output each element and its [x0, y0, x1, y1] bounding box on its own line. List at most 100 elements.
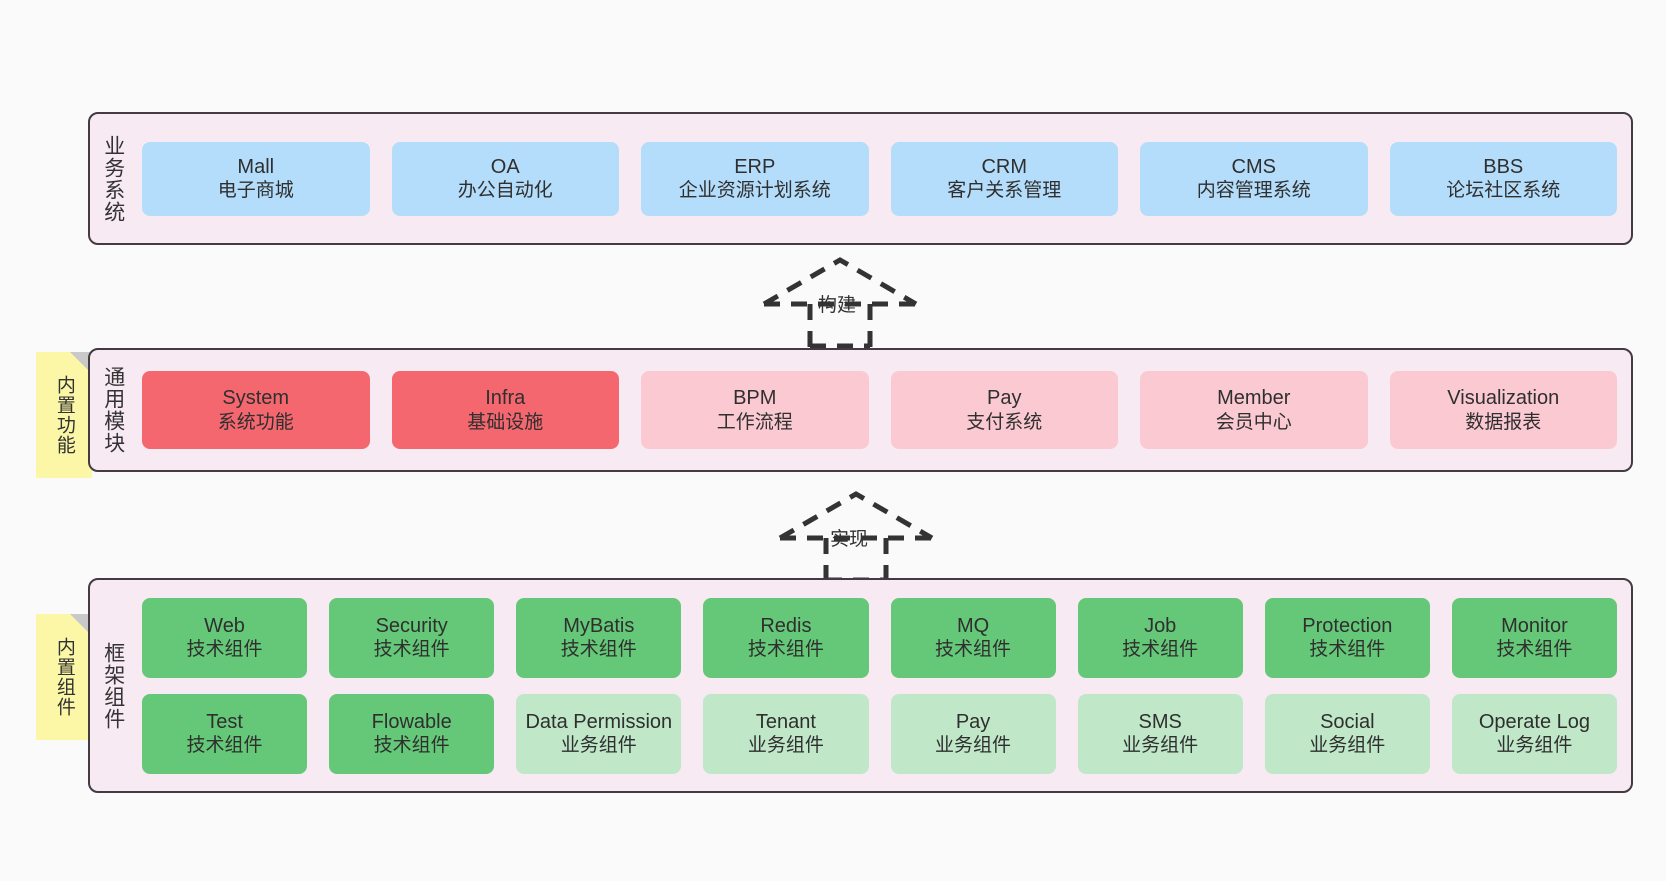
- card-monitor[interactable]: Monitor 技术组件: [1451, 597, 1617, 678]
- card-mall[interactable]: Mall 电子商城: [142, 141, 370, 216]
- card-mq[interactable]: MQ 技术组件: [890, 597, 1056, 678]
- card-title: Redis: [760, 614, 812, 637]
- card-subtitle: 办公自动化: [457, 180, 553, 202]
- card-title: Flowable: [371, 710, 452, 733]
- layer-framework-components: 框架组件 Web 技术组件 Security 技术组件 MyBatis 技术组件…: [88, 578, 1633, 793]
- arrow-realize: 实现: [768, 486, 948, 583]
- card-subtitle: 业务组件: [935, 735, 1012, 757]
- card-row: System 系统功能 Infra 基础设施 BPM 工作流程 Pay 支付系统…: [142, 371, 1617, 449]
- note-builtin-feature: 内置功能: [36, 352, 92, 478]
- card-pay-module[interactable]: Pay 支付系统: [890, 371, 1118, 449]
- card-system[interactable]: System 系统功能: [142, 371, 370, 449]
- layer-body-common-modules: System 系统功能 Infra 基础设施 BPM 工作流程 Pay 支付系统…: [136, 350, 1631, 470]
- card-security[interactable]: Security 技术组件: [329, 597, 495, 678]
- card-pay-component[interactable]: Pay 业务组件: [890, 693, 1056, 774]
- card-test[interactable]: Test 技术组件: [142, 693, 308, 774]
- card-erp[interactable]: ERP 企业资源计划系统: [641, 141, 869, 216]
- card-subtitle: 数据报表: [1465, 411, 1542, 433]
- card-subtitle: 技术组件: [373, 735, 450, 757]
- note-text: 内置组件: [53, 637, 75, 717]
- card-row: Test 技术组件 Flowable 技术组件 Data Permission …: [142, 693, 1617, 774]
- card-title: MyBatis: [563, 614, 635, 637]
- card-title: BBS: [1483, 155, 1524, 178]
- card-title: Test: [206, 710, 243, 733]
- card-title: System: [222, 387, 290, 410]
- note-builtin-component: 内置组件: [36, 614, 92, 740]
- card-mybatis[interactable]: MyBatis 技术组件: [516, 597, 682, 678]
- card-social[interactable]: Social 业务组件: [1264, 693, 1430, 774]
- card-title: Data Permission: [525, 710, 673, 733]
- card-job[interactable]: Job 技术组件: [1077, 597, 1243, 678]
- card-title: CMS: [1231, 155, 1276, 178]
- layer-common-modules: 通用模块 System 系统功能 Infra 基础设施 BPM 工作流程 Pay…: [88, 348, 1633, 472]
- card-subtitle: 业务组件: [1309, 735, 1386, 757]
- card-row: Mall 电子商城 OA 办公自动化 ERP 企业资源计划系统 CRM 客户关系…: [142, 141, 1617, 216]
- card-crm[interactable]: CRM 客户关系管理: [890, 141, 1118, 216]
- card-subtitle: 会员中心: [1215, 411, 1292, 433]
- card-subtitle: 工作流程: [716, 411, 793, 433]
- card-protection[interactable]: Protection 技术组件: [1264, 597, 1430, 678]
- card-title: Security: [375, 614, 448, 637]
- note-text: 内置功能: [53, 375, 75, 455]
- card-title: Visualization: [1447, 387, 1560, 410]
- card-title: MQ: [956, 614, 990, 637]
- card-bpm[interactable]: BPM 工作流程: [641, 371, 869, 449]
- generalization-arrow-icon: [762, 257, 918, 349]
- layer-body-business-system: Mall 电子商城 OA 办公自动化 ERP 企业资源计划系统 CRM 客户关系…: [136, 114, 1631, 243]
- card-title: Monitor: [1501, 614, 1568, 637]
- card-title: Infra: [485, 387, 526, 410]
- card-subtitle: 业务组件: [747, 735, 824, 757]
- card-title: Social: [1320, 710, 1375, 733]
- card-title: SMS: [1138, 710, 1182, 733]
- card-oa[interactable]: OA 办公自动化: [391, 141, 619, 216]
- card-operate-log[interactable]: Operate Log 业务组件: [1451, 693, 1617, 774]
- card-subtitle: 技术组件: [1122, 639, 1199, 661]
- card-subtitle: 技术组件: [747, 639, 824, 661]
- card-sms[interactable]: SMS 业务组件: [1077, 693, 1243, 774]
- card-web[interactable]: Web 技术组件: [142, 597, 308, 678]
- card-data-permission[interactable]: Data Permission 业务组件: [516, 693, 682, 774]
- card-title: ERP: [734, 155, 776, 178]
- card-subtitle: 系统功能: [217, 411, 294, 433]
- card-subtitle: 电子商城: [217, 180, 294, 202]
- card-flowable[interactable]: Flowable 技术组件: [329, 693, 495, 774]
- card-subtitle: 基础设施: [467, 411, 544, 433]
- card-subtitle: 内容管理系统: [1196, 180, 1311, 202]
- layer-title-business-system: 业务系统: [101, 134, 125, 223]
- card-row: Web 技术组件 Security 技术组件 MyBatis 技术组件 Redi…: [142, 597, 1617, 678]
- card-title: Mall: [237, 155, 275, 178]
- arrow-label-build: 构建: [818, 295, 857, 316]
- card-title: Member: [1217, 387, 1291, 410]
- card-title: Job: [1144, 614, 1177, 637]
- layer-title-framework-components: 框架组件: [101, 641, 125, 730]
- card-subtitle: 技术组件: [186, 639, 263, 661]
- card-subtitle: 业务组件: [1496, 735, 1573, 757]
- card-redis[interactable]: Redis 技术组件: [703, 597, 869, 678]
- layer-business-system: 业务系统 Mall 电子商城 OA 办公自动化 ERP 企业资源计划系统 CRM…: [88, 112, 1633, 245]
- card-bbs[interactable]: BBS 论坛社区系统: [1389, 141, 1617, 216]
- card-title: Pay: [955, 710, 991, 733]
- card-title: Operate Log: [1478, 710, 1591, 733]
- card-member[interactable]: Member 会员中心: [1140, 371, 1368, 449]
- card-cms[interactable]: CMS 内容管理系统: [1140, 141, 1368, 216]
- card-title: Protection: [1302, 614, 1393, 637]
- card-subtitle: 技术组件: [935, 639, 1012, 661]
- card-visualization[interactable]: Visualization 数据报表: [1389, 371, 1617, 449]
- layer-body-framework-components: Web 技术组件 Security 技术组件 MyBatis 技术组件 Redi…: [136, 580, 1631, 791]
- card-subtitle: 客户关系管理: [947, 180, 1062, 202]
- card-subtitle: 论坛社区系统: [1446, 180, 1561, 202]
- layer-title-common-modules: 通用模块: [101, 366, 125, 454]
- arrow-label-realize: 实现: [830, 529, 869, 550]
- card-infra[interactable]: Infra 基础设施: [391, 371, 619, 449]
- card-subtitle: 技术组件: [560, 639, 637, 661]
- card-subtitle: 企业资源计划系统: [678, 180, 831, 202]
- card-subtitle: 技术组件: [1496, 639, 1573, 661]
- card-subtitle: 业务组件: [1122, 735, 1199, 757]
- card-subtitle: 业务组件: [560, 735, 637, 757]
- card-title: BPM: [733, 387, 777, 410]
- card-tenant[interactable]: Tenant 业务组件: [703, 693, 869, 774]
- card-title: OA: [490, 155, 520, 178]
- card-title: Web: [204, 614, 245, 637]
- card-subtitle: 支付系统: [966, 411, 1043, 433]
